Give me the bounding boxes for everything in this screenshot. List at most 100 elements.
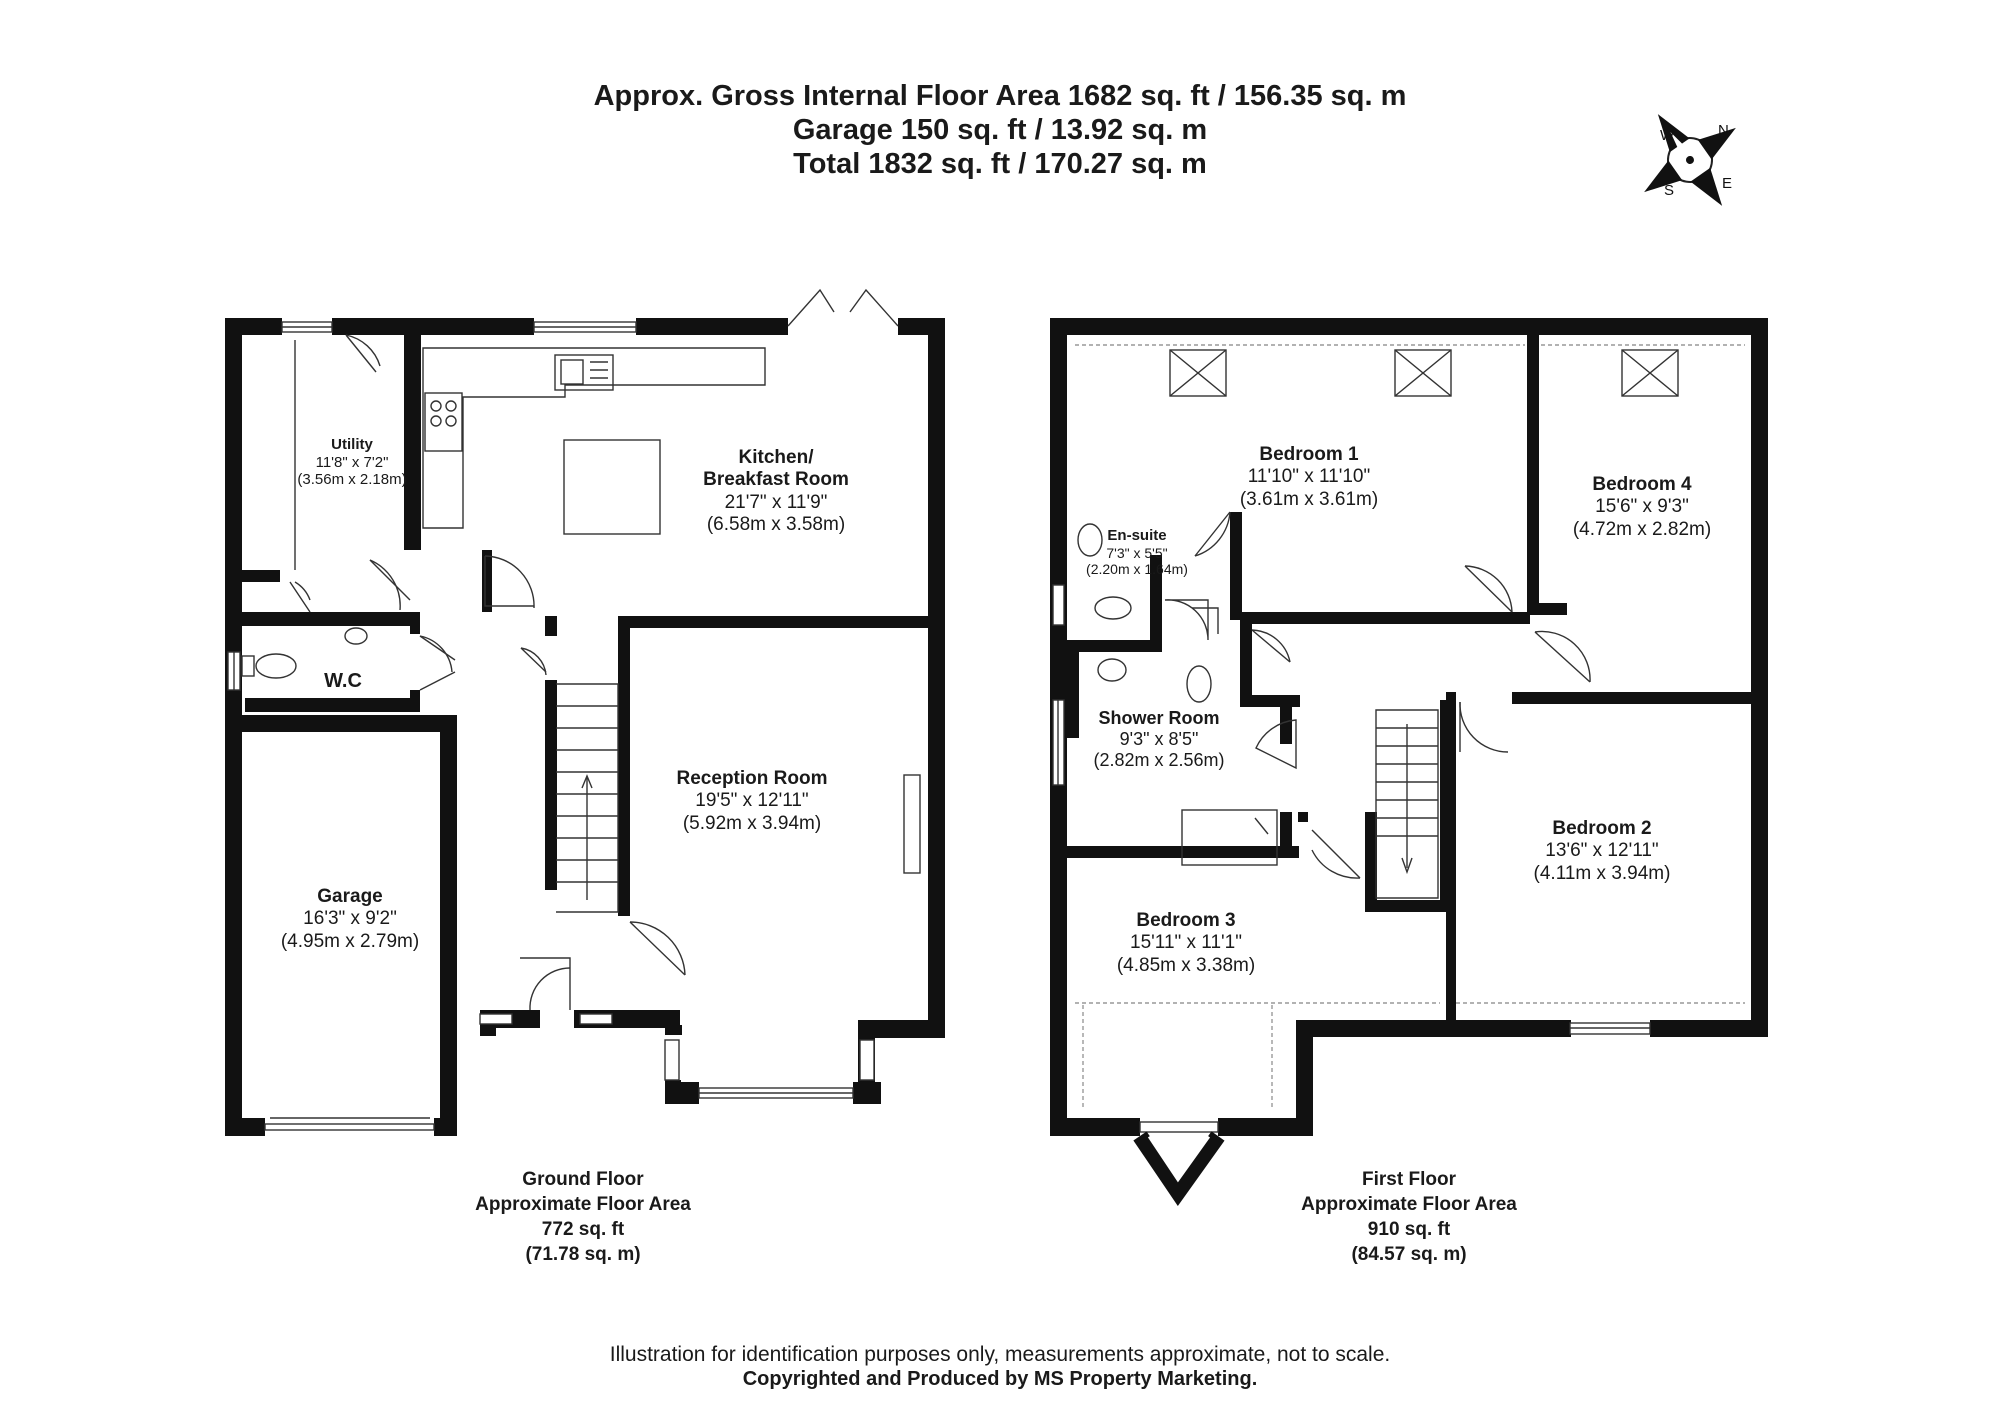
wall: [853, 1082, 881, 1104]
room-label-ensuite: En-suite 7'3" x 5'5" (2.20m x 1.64m): [1086, 527, 1188, 578]
room-size-metric: (4.95m x 2.79m): [280, 930, 420, 952]
wall: [1512, 692, 1768, 704]
wall: [1365, 900, 1445, 912]
room-label-kitchen: Kitchen/ Breakfast Room 21'7" x 11'9" (6…: [703, 447, 849, 537]
room-size-metric: (3.56m x 2.18m): [297, 471, 407, 489]
ground-floor-plan: [225, 318, 945, 1136]
room-label-utility: Utility 11'8" x 7'2" (3.56m x 2.18m): [297, 436, 406, 489]
wall: [410, 612, 420, 634]
wall: [225, 612, 413, 626]
room-label-bedroom1: Bedroom 1 11'10" x 11'10" (3.61m x 3.61m…: [1240, 444, 1378, 511]
caption-line: First Floor: [1362, 1169, 1456, 1190]
caption-line: (71.78 sq. m): [525, 1244, 641, 1265]
room-size-metric: (5.92m x 3.94m): [682, 812, 822, 834]
room-name: Breakfast Room: [703, 469, 849, 491]
room-label-wc: W.C: [324, 670, 362, 694]
wall: [434, 1118, 457, 1136]
first-floor-caption: First Floor Approximate Floor Area 910 s…: [1301, 1167, 1517, 1267]
room-name: Garage: [317, 886, 383, 907]
room-name: Reception Room: [676, 768, 828, 789]
wall: [1280, 812, 1292, 858]
room-name: Shower Room: [1098, 708, 1220, 728]
caption-line: Approximate Floor Area: [1301, 1194, 1517, 1215]
room-label-shower-room: Shower Room 9'3" x 8'5" (2.82m x 2.56m): [1093, 708, 1224, 772]
wall: [1150, 555, 1162, 652]
room-label-reception: Reception Room 19'5" x 12'11" (5.92m x 3…: [677, 768, 828, 835]
wall: [1650, 1020, 1768, 1037]
room-size-metric: (6.58m x 3.58m): [706, 514, 846, 536]
wall: [618, 616, 630, 916]
wall: [618, 616, 945, 628]
room-size-imperial: 11'10" x 11'10": [1247, 466, 1371, 488]
ground-floor-fixtures: [227, 288, 921, 1131]
room-size-metric: (2.20m x 1.64m): [1086, 561, 1188, 578]
room-size-imperial: 15'6" x 9'3": [1595, 496, 1689, 518]
wall: [404, 318, 421, 550]
caption-line: Ground Floor: [522, 1169, 644, 1190]
wall: [1050, 318, 1768, 335]
wall: [1240, 612, 1252, 706]
ground-floor-caption: Ground Floor Approximate Floor Area 772 …: [475, 1167, 691, 1267]
wall: [636, 318, 788, 335]
copyright-text: Copyrighted and Produced by MS Property …: [742, 1368, 1258, 1390]
wall: [1527, 603, 1567, 615]
wall: [482, 550, 492, 612]
room-size-imperial: 19'5" x 12'11": [695, 790, 809, 812]
wall: [665, 1025, 682, 1035]
room-size-metric: (3.61m x 3.61m): [1239, 488, 1379, 510]
first-floor-fixtures: [1052, 344, 1745, 1206]
room-size-imperial: 9'3" x 8'5": [1119, 729, 1199, 750]
wall: [1298, 812, 1308, 822]
wall: [1751, 318, 1768, 1036]
wall: [1067, 640, 1152, 652]
room-label-bedroom3: Bedroom 3 15'11" x 11'1" (4.85m x 3.38m): [1117, 910, 1255, 977]
room-size-imperial: 11'8" x 7'2": [315, 453, 389, 471]
room-size-metric: (4.85m x 3.38m): [1116, 954, 1256, 976]
room-label-garage: Garage 16'3" x 9'2" (4.95m x 2.79m): [281, 886, 419, 953]
wall: [225, 1118, 265, 1136]
room-name: Kitchen/: [738, 447, 814, 468]
compass-s: S: [1664, 182, 1674, 199]
compass-e: E: [1722, 175, 1732, 192]
room-size-metric: (4.72m x 2.82m): [1572, 518, 1712, 540]
wall: [1296, 1020, 1571, 1037]
header-gross-area: Approx. Gross Internal Floor Area 1682 s…: [593, 80, 1407, 112]
wall: [612, 1010, 680, 1028]
wall: [1067, 846, 1299, 858]
room-size-metric: (4.11m x 3.94m): [1533, 862, 1671, 884]
room-name: En-suite: [1107, 527, 1167, 544]
wall: [410, 690, 420, 712]
compass-rose: [1644, 114, 1736, 206]
room-name: W.C: [324, 670, 362, 692]
wall: [1067, 652, 1079, 738]
room-name: Bedroom 2: [1552, 818, 1652, 839]
wall: [1240, 612, 1530, 624]
wall: [245, 698, 415, 712]
room-size-imperial: 16'3" x 9'2": [303, 908, 397, 930]
wall: [225, 715, 457, 732]
first-floor-plan: [1050, 318, 1768, 1136]
room-size-imperial: 15'11" x 11'1": [1130, 932, 1242, 954]
wall: [1050, 1118, 1140, 1136]
room-name: Bedroom 4: [1592, 474, 1692, 495]
room-size-imperial: 21'7" x 11'9": [724, 491, 828, 513]
wall: [404, 318, 534, 335]
disclaimer-text: Illustration for identification purposes…: [609, 1343, 1391, 1366]
header-garage-area: Garage 150 sq. ft / 13.92 sq. m: [792, 114, 1208, 146]
header-total-area: Total 1832 sq. ft / 170.27 sq. m: [793, 148, 1207, 180]
caption-line: Approximate Floor Area: [475, 1194, 691, 1215]
room-size-imperial: 7'3" x 5'5": [1106, 544, 1168, 561]
room-label-bedroom2: Bedroom 2 13'6" x 12'11" (4.11m x 3.94m): [1534, 818, 1671, 885]
room-size-metric: (2.82m x 2.56m): [1093, 750, 1225, 771]
room-name: Utility: [331, 436, 373, 453]
room-label-bedroom4: Bedroom 4 15'6" x 9'3" (4.72m x 2.82m): [1573, 474, 1711, 541]
wall: [225, 570, 280, 582]
compass-n: N: [1718, 122, 1729, 139]
wall: [332, 318, 414, 335]
wall: [225, 318, 282, 335]
caption-line: 910 sq. ft: [1367, 1219, 1451, 1240]
wall: [440, 715, 457, 1135]
wall: [1296, 1020, 1313, 1136]
room-name: Bedroom 3: [1136, 910, 1236, 931]
